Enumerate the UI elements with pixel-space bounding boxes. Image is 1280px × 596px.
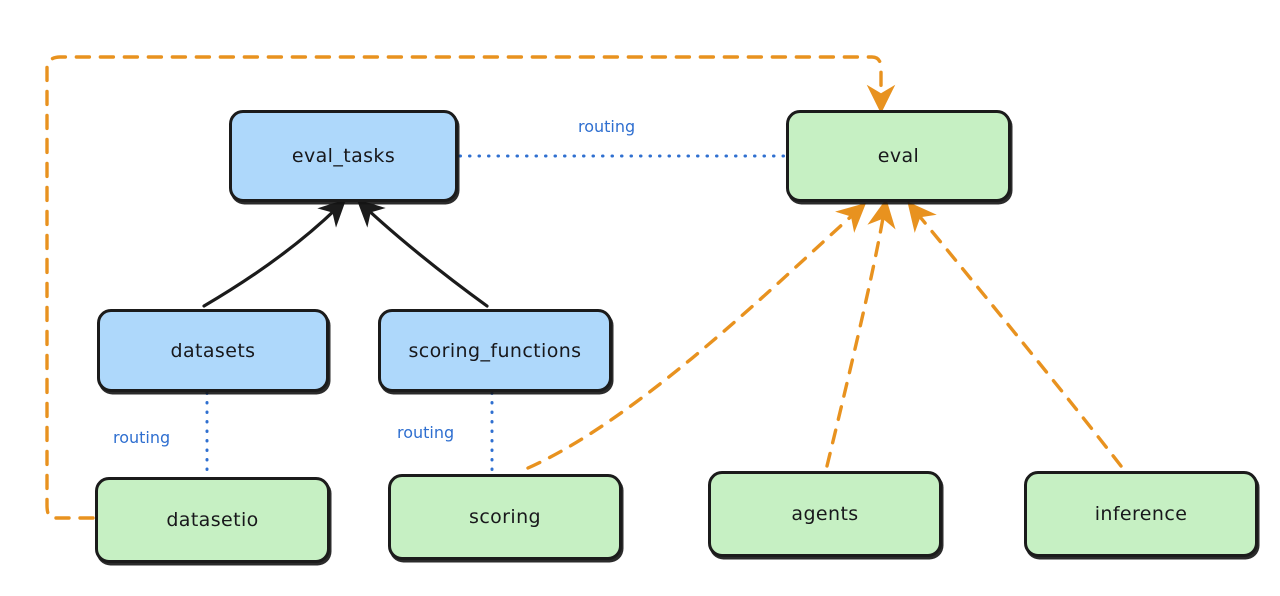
- edge-label-routing-eval: routing: [578, 117, 636, 136]
- edge-dep-datasets-eval-tasks: [202, 199, 347, 308]
- edge-provider-agents-eval: [825, 198, 896, 468]
- edge-label-routing-scoring: routing: [397, 423, 455, 442]
- edge-dep-scoring-functions-eval-tasks: [356, 199, 489, 308]
- node-datasets[interactable]: datasets: [97, 309, 329, 392]
- node-scoring-functions[interactable]: scoring_functions: [378, 309, 612, 392]
- node-label-eval: eval: [877, 145, 920, 167]
- edge-provider-inference-eval: [907, 201, 1123, 468]
- node-label-datasetio: datasetio: [166, 509, 259, 531]
- node-scoring[interactable]: scoring: [388, 474, 622, 560]
- node-label-eval-tasks: eval_tasks: [291, 145, 396, 167]
- node-label-datasets: datasets: [170, 339, 256, 362]
- node-label-scoring: scoring: [469, 506, 541, 528]
- node-label-agents: agents: [791, 503, 859, 525]
- node-eval[interactable]: eval: [786, 110, 1011, 202]
- node-label-scoring-functions: scoring_functions: [408, 339, 582, 362]
- node-inference[interactable]: inference: [1024, 471, 1258, 557]
- edge-provider-datasetio-eval: [45, 55, 896, 520]
- edge-provider-scoring-eval: [526, 202, 867, 470]
- node-agents[interactable]: agents: [708, 471, 942, 557]
- node-eval-tasks[interactable]: eval_tasks: [229, 110, 458, 202]
- node-datasetio[interactable]: datasetio: [95, 477, 330, 563]
- node-label-inference: inference: [1094, 503, 1188, 525]
- edge-label-routing-datasetio: routing: [113, 428, 171, 447]
